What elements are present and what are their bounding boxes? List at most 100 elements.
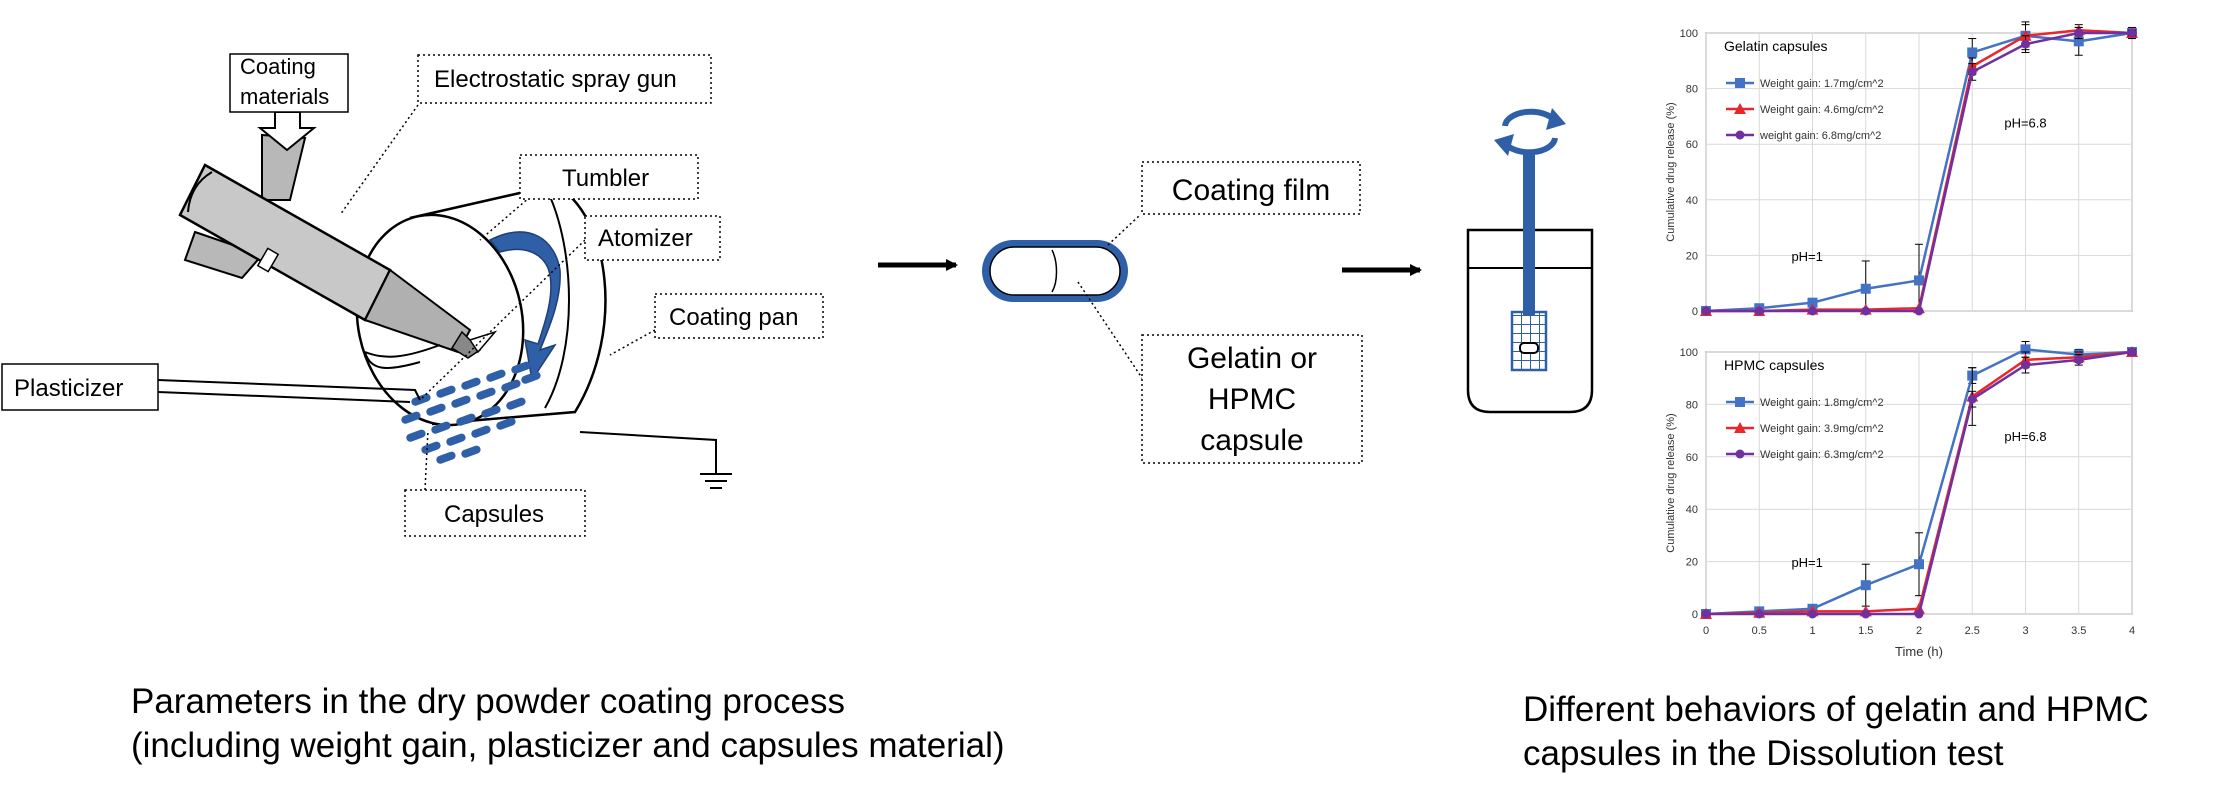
data-point <box>2127 28 2137 38</box>
data-point <box>1701 609 1711 619</box>
legend-marker <box>1735 78 1745 88</box>
chart-title: Gelatin capsules <box>1724 38 1828 54</box>
label-atomizer: Atomizer <box>598 225 693 252</box>
label-box-coating-pan <box>654 293 824 339</box>
data-point <box>2127 347 2137 357</box>
capsule-pill <box>511 361 531 374</box>
plasticizer-pipe <box>157 344 441 403</box>
y-tick-label: 40 <box>1686 195 1698 207</box>
process-caption: Parameters in the dry powder coating pro… <box>131 680 1005 768</box>
data-point <box>1701 306 1711 316</box>
x-tick-label: 3 <box>2022 625 2028 637</box>
label-shell-line2: HPMC <box>1208 383 1296 416</box>
data-point <box>1967 47 1978 58</box>
coated-capsule-panel: Coating film Gelatin or HPMC capsule <box>982 161 1363 464</box>
mesh-basket <box>1510 310 1548 372</box>
capsule-pill <box>471 425 491 438</box>
legend-marker <box>1735 449 1745 459</box>
legend-marker <box>1734 103 1746 114</box>
capsule-pill <box>411 393 431 406</box>
data-point <box>1967 67 1977 77</box>
x-tick-label: 2 <box>1916 625 1922 637</box>
y-tick-label: 100 <box>1680 347 1698 359</box>
data-point <box>1861 609 1871 619</box>
data-point <box>1914 275 1924 286</box>
label-box-capsules <box>404 489 586 537</box>
legend-entry: Weight gain: 6.3mg/cm^2 <box>1760 449 1884 461</box>
data-point <box>1754 306 1764 316</box>
data-point <box>1860 283 1871 294</box>
label-shell-line3: capsule <box>1200 424 1303 457</box>
annotation-ph68: pH=6.8 <box>2004 116 2046 131</box>
results-caption-line1: Different behaviors of gelatin and HPMC <box>1523 690 2149 729</box>
data-point <box>1807 297 1818 308</box>
capsule-pill <box>501 379 521 392</box>
capsule-pill <box>506 397 526 410</box>
x-axis-label: Time (h) <box>1895 644 1943 659</box>
capsule-pill <box>421 441 441 454</box>
y-tick-label: 20 <box>1686 250 1698 262</box>
annotation-ph68: pH=6.8 <box>2004 429 2046 444</box>
y-tick-label: 100 <box>1680 28 1698 40</box>
legend-entry: Weight gain: 4.6mg/cm^2 <box>1760 104 1884 116</box>
label-box-spray-gun <box>417 54 712 104</box>
data-point <box>2074 355 2084 365</box>
data-point <box>1754 609 1764 619</box>
data-point <box>1914 559 1924 570</box>
x-tick-label: 1 <box>1809 625 1815 637</box>
x-tick-label: 4 <box>2129 625 2135 637</box>
legend-marker <box>1735 130 1745 140</box>
dissolution-apparatus <box>1466 108 1594 414</box>
capsule-pill <box>401 411 421 424</box>
rotation-arrows-icon <box>1502 108 1558 127</box>
y-tick-label: 40 <box>1686 504 1698 516</box>
capsule-pill <box>461 377 481 390</box>
data-point <box>1861 306 1871 316</box>
y-tick-label: 20 <box>1686 557 1698 569</box>
tumbler-blade <box>488 231 561 382</box>
legend-entry: Weight gain: 3.9mg/cm^2 <box>1760 423 1884 435</box>
label-box-tumbler <box>519 154 699 200</box>
chart-title: HPMC capsules <box>1724 357 1824 373</box>
capsule-pill <box>456 413 476 426</box>
data-point <box>2020 344 2031 355</box>
coating-materials-arrow <box>257 111 317 152</box>
label-coating-film: Coating film <box>1172 174 1330 207</box>
capsule-pill <box>451 395 471 408</box>
capsule-pill <box>446 433 466 446</box>
y-tick-label: 80 <box>1686 399 1698 411</box>
capsule-body <box>989 246 1121 296</box>
x-tick-label: 1.5 <box>1858 625 1873 637</box>
label-shell-line1: Gelatin or <box>1187 342 1317 375</box>
label-box-capsule-shell <box>1141 334 1363 464</box>
data-point <box>1967 394 1977 404</box>
ground-symbol <box>579 431 732 489</box>
data-point <box>1914 306 1924 316</box>
label-coating-pan: Coating pan <box>669 304 798 331</box>
annotation-ph1: pH=1 <box>1791 555 1822 570</box>
capsule-pill <box>426 403 446 416</box>
capsule-pill <box>476 387 496 400</box>
label-plasticizer: Plasticizer <box>14 375 123 402</box>
x-tick-label: 3.5 <box>2071 625 2086 637</box>
legend-marker <box>1735 397 1745 407</box>
y-tick-label: 60 <box>1686 139 1698 151</box>
coating-apparatus: Coating materials Electrostatic spray gu… <box>1 53 824 537</box>
annotation-ph1: pH=1 <box>1791 249 1822 264</box>
x-tick-label: 2.5 <box>1965 625 1980 637</box>
legend-entry: Weight gain: 1.7mg/cm^2 <box>1760 78 1884 90</box>
capsule-pill <box>431 421 451 434</box>
y-tick-label: 0 <box>1692 306 1698 318</box>
data-point <box>2073 36 2084 47</box>
data-point <box>1808 609 1817 619</box>
x-tick-label: 0 <box>1703 625 1709 637</box>
coating-pan-drum <box>355 183 607 427</box>
capsule-pill <box>521 371 541 384</box>
capsule-pill <box>406 429 426 442</box>
data-point <box>2021 39 2030 49</box>
label-box-atomizer <box>584 215 721 261</box>
